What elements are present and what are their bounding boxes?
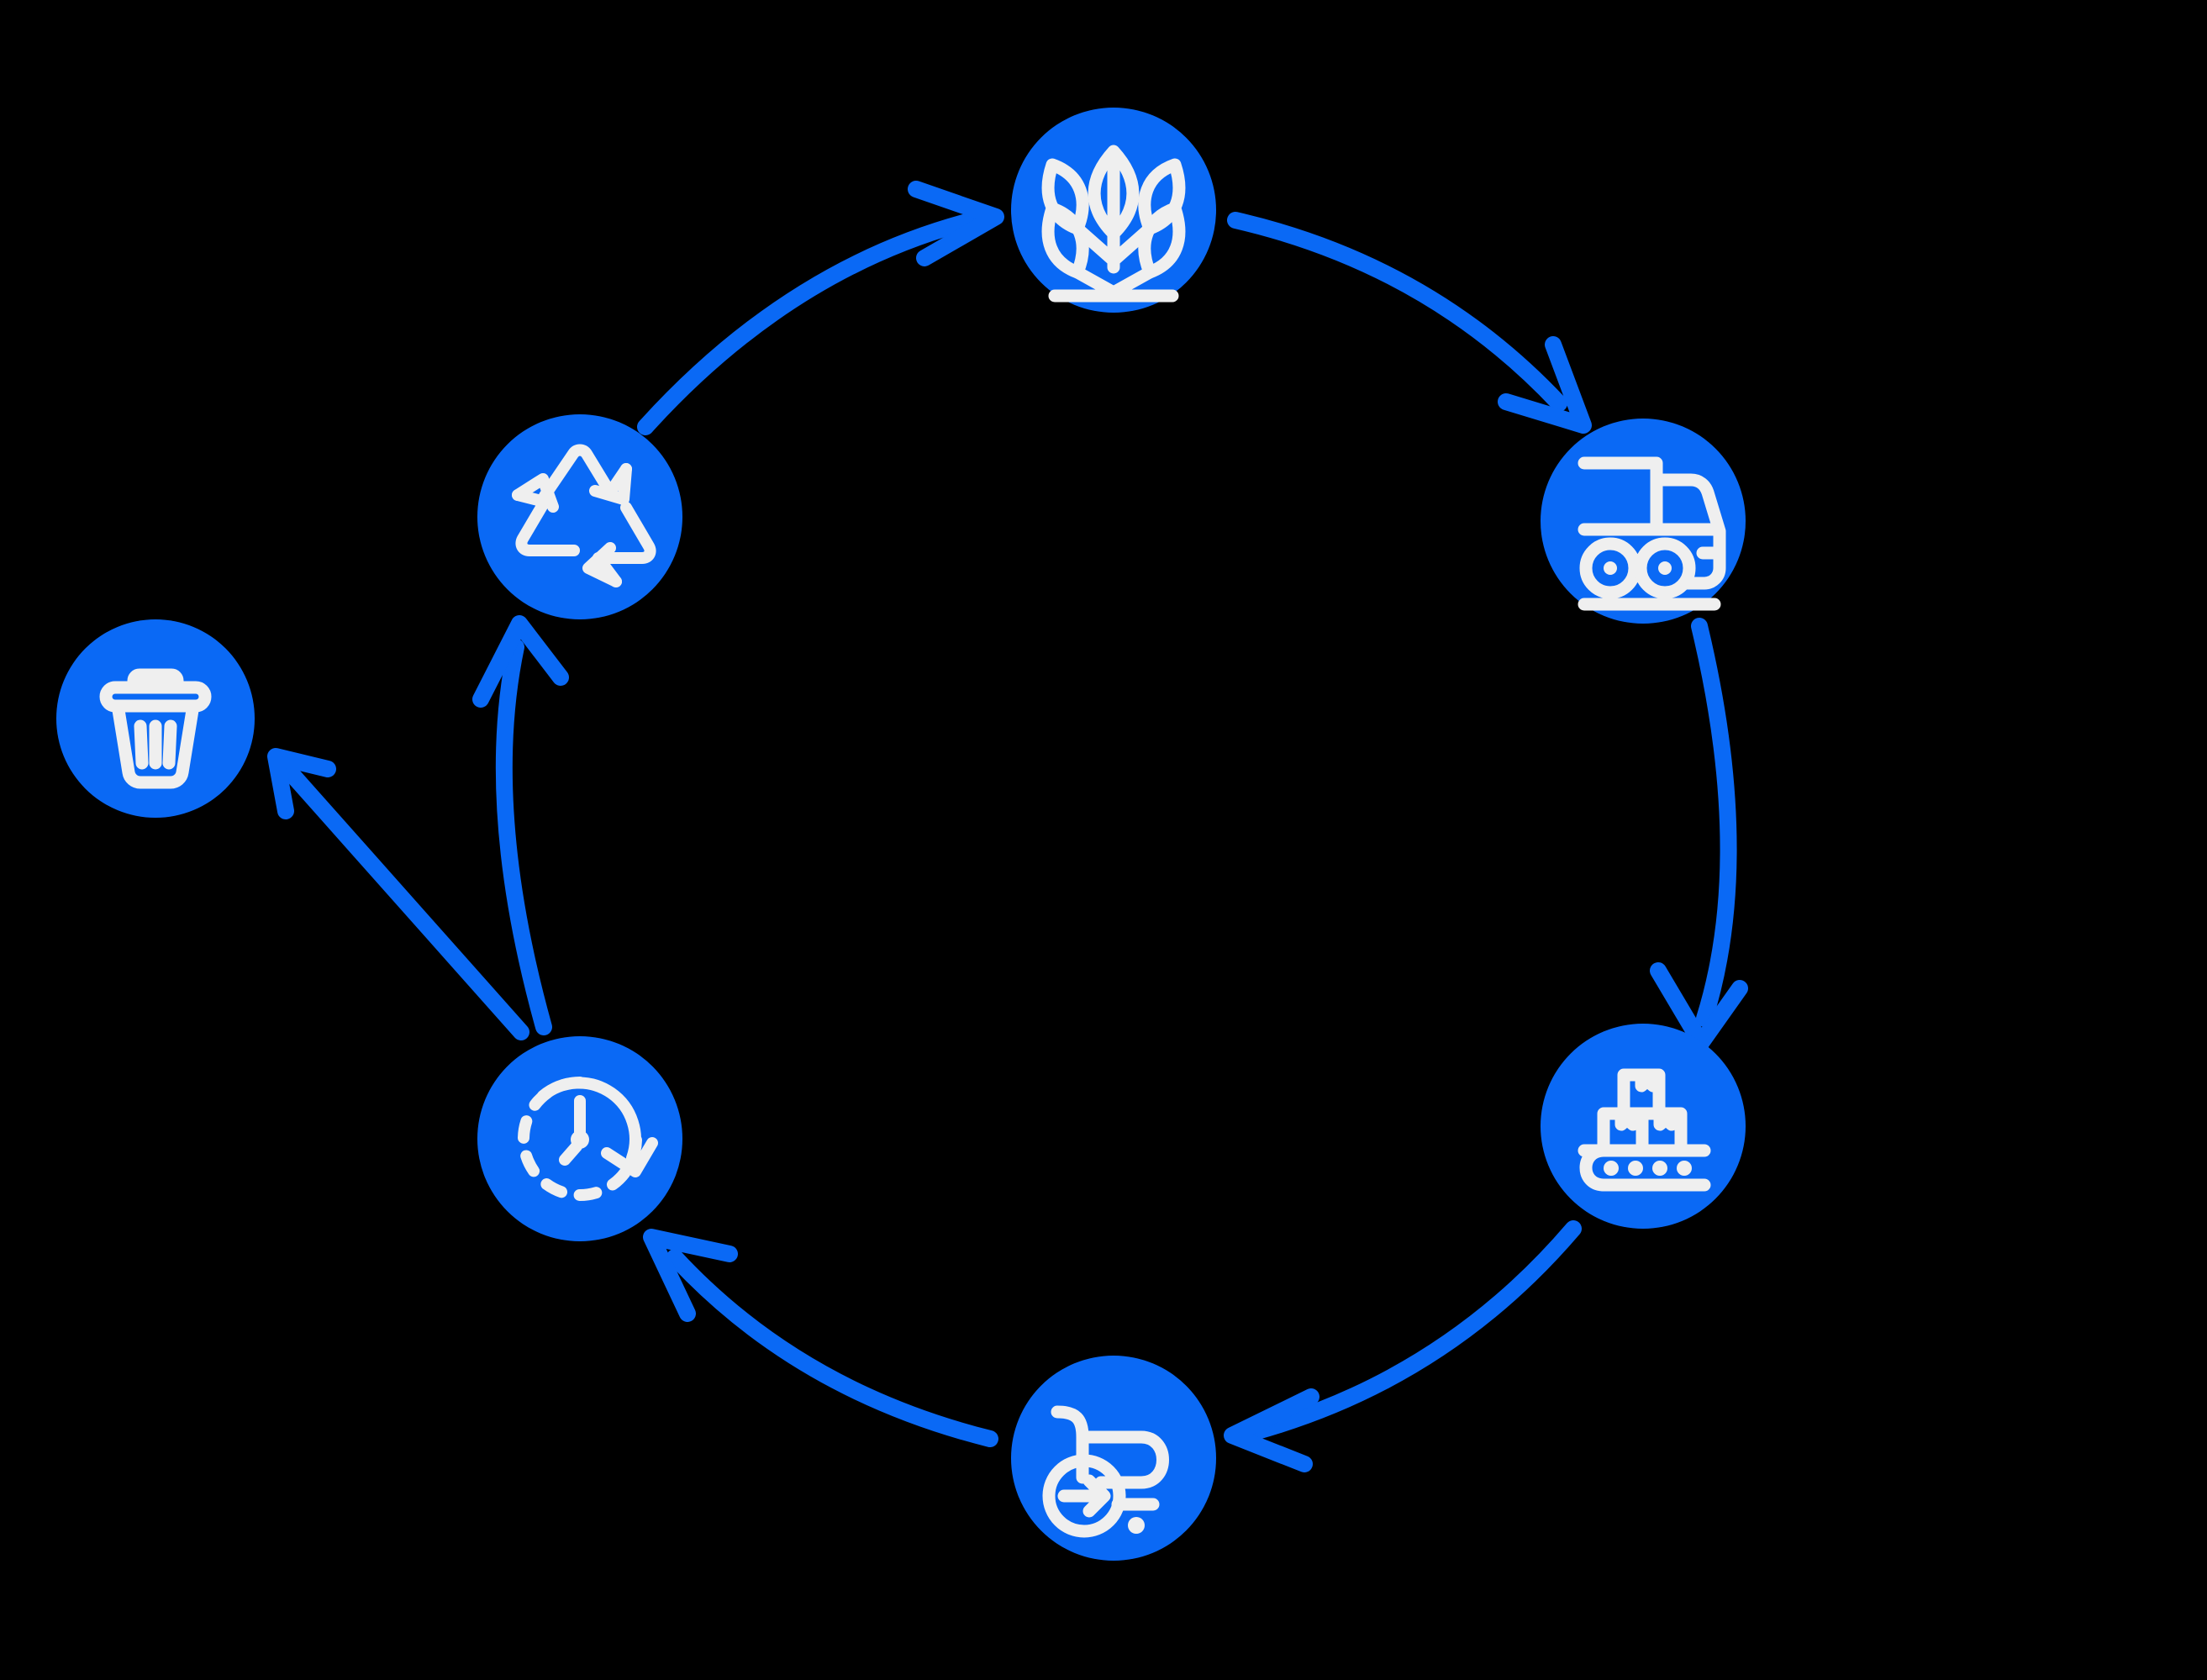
edge-consumption-recycling xyxy=(472,615,569,1035)
edge-consumption-waste xyxy=(267,748,529,1040)
edge-cultivation-transport xyxy=(1227,212,1592,434)
node-recycling[interactable] xyxy=(477,414,682,619)
node-cultivation[interactable] xyxy=(1011,108,1216,313)
clock-rotate-icon xyxy=(518,1077,658,1201)
node-recycling-circle[interactable] xyxy=(477,414,682,619)
plant-wheat-icon xyxy=(1041,145,1186,303)
delivery-truck-icon xyxy=(1578,456,1726,611)
node-consumption[interactable] xyxy=(477,1036,682,1241)
conveyor-belt-boxes-icon xyxy=(1578,1068,1711,1192)
node-retail-circle[interactable] xyxy=(1011,1356,1216,1561)
node-waste[interactable] xyxy=(56,619,255,818)
edge-recycling-cultivation xyxy=(637,181,1004,435)
node-retail[interactable] xyxy=(1011,1356,1216,1561)
node-transport[interactable] xyxy=(1541,419,1746,624)
node-waste-circle[interactable] xyxy=(56,619,255,818)
trash-bin-icon xyxy=(99,668,212,789)
recycle-icon xyxy=(512,444,656,587)
edge-production-retail xyxy=(1224,1220,1582,1472)
edge-retail-consumption xyxy=(643,1229,998,1447)
shopping-cart-arrow-icon xyxy=(1042,1405,1169,1538)
edge-transport-production xyxy=(1650,618,1748,1051)
edge-layer xyxy=(267,181,1748,1472)
node-production[interactable] xyxy=(1541,1024,1746,1229)
